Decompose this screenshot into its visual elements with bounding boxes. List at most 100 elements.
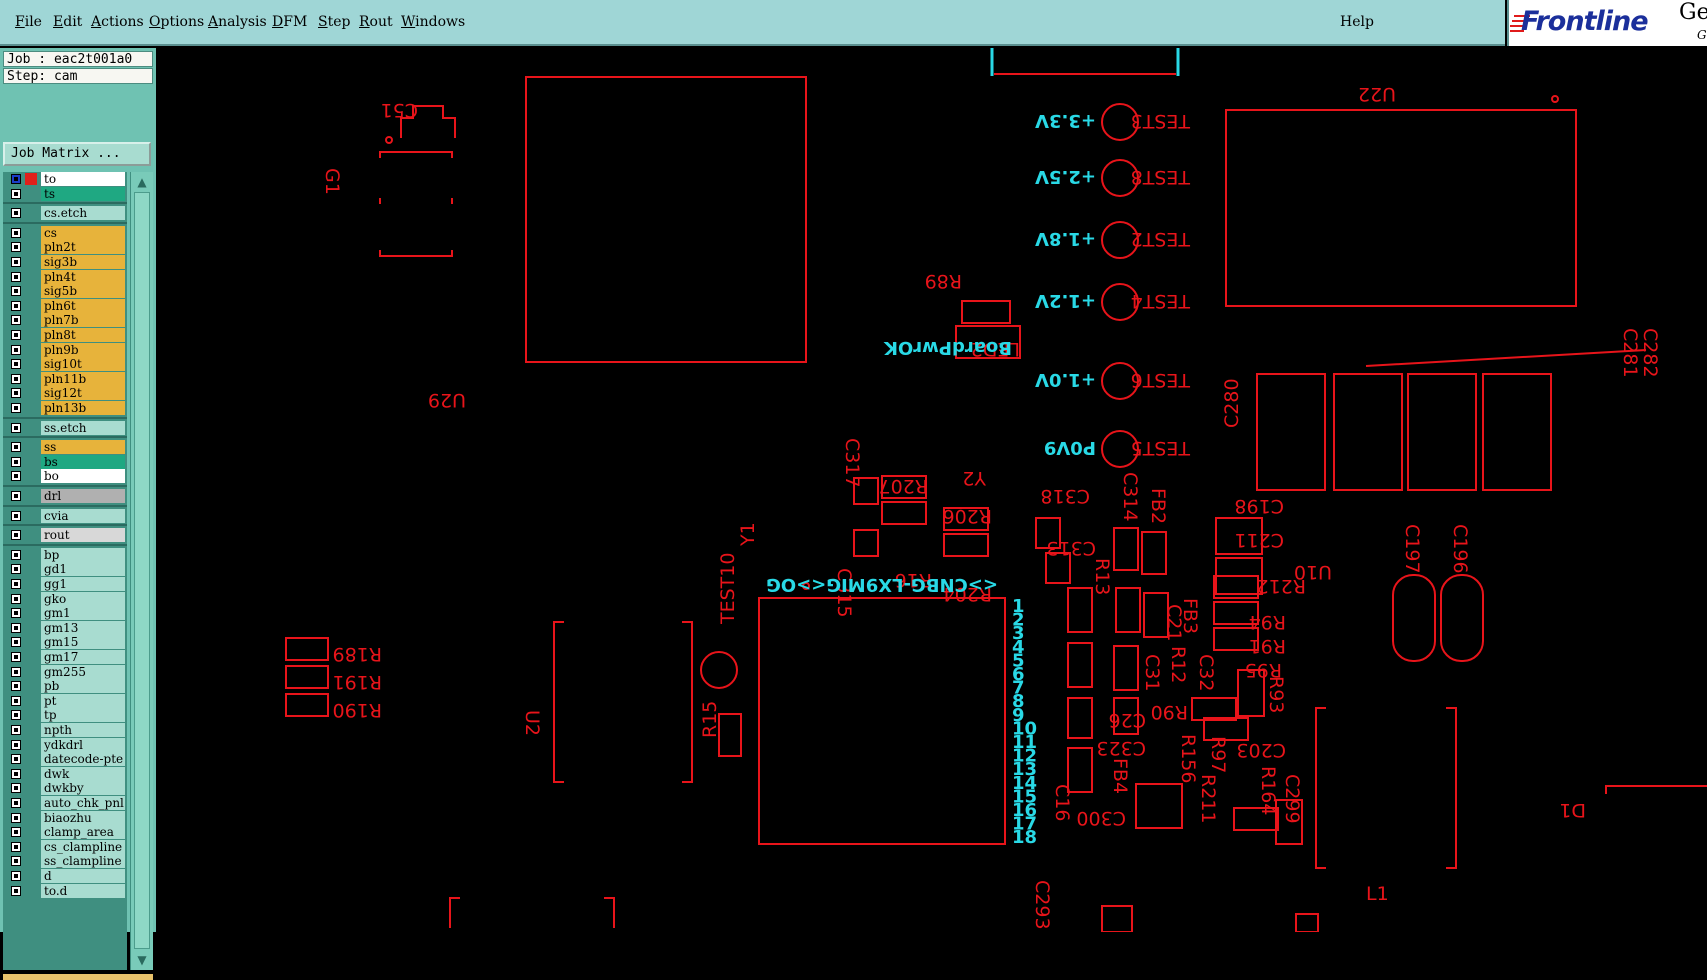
layer-name[interactable]: pln13b — [41, 401, 125, 415]
layer-row-bp[interactable]: bp — [3, 547, 127, 563]
scroll-down-icon[interactable]: ▼ — [137, 953, 147, 967]
layer-checkbox[interactable] — [11, 456, 21, 467]
layer-name[interactable]: gm13 — [41, 620, 125, 635]
layer-row-npth[interactable]: npth — [3, 723, 127, 738]
menu-dfm[interactable]: DFM — [272, 14, 308, 30]
layer-row-gm13[interactable]: gm13 — [3, 620, 127, 636]
layer-row-to.d[interactable]: to.d — [3, 883, 127, 899]
layer-name[interactable]: pln6t — [41, 298, 125, 313]
layer-checkbox[interactable] — [11, 608, 21, 619]
layer-row-pb[interactable]: pb — [3, 679, 127, 694]
layer-row-d[interactable]: d — [3, 869, 127, 884]
layer-row-dwkby[interactable]: dwkby — [3, 781, 127, 796]
layer-name[interactable]: ss — [41, 440, 125, 455]
layer-name[interactable]: gm17 — [41, 650, 125, 664]
layer-name[interactable]: sig10t — [41, 357, 125, 372]
layer-checkbox[interactable] — [11, 442, 21, 453]
layer-checkbox[interactable] — [11, 373, 21, 384]
menu-analysis[interactable]: Analysis — [208, 14, 267, 30]
layer-checkbox[interactable] — [11, 471, 21, 482]
layer-row-cs_clampline[interactable]: cs_clampline — [3, 839, 127, 855]
layer-row-pln11b[interactable]: pln11b — [3, 371, 127, 387]
layer-row-datecode-pte[interactable]: datecode-pte — [3, 752, 127, 767]
layer-name[interactable]: npth — [41, 723, 125, 737]
layer-row-sig10t[interactable]: sig10t — [3, 357, 127, 372]
menu-help[interactable]: Help — [1340, 14, 1374, 30]
layer-row-pln4t[interactable]: pln4t — [3, 269, 127, 285]
layer-name[interactable]: gd1 — [41, 562, 125, 577]
layer-checkbox[interactable] — [11, 330, 21, 340]
layer-name[interactable]: cvia — [41, 508, 125, 523]
layer-name[interactable]: clamp_area — [41, 825, 125, 840]
layer-name[interactable]: ts — [41, 186, 125, 201]
layer-checkbox[interactable] — [11, 622, 21, 633]
layer-row-sig5b[interactable]: sig5b — [3, 284, 127, 299]
layer-checkbox[interactable] — [11, 798, 21, 808]
layer-name[interactable]: datecode-pte — [41, 752, 125, 767]
layer-name[interactable]: pln4t — [41, 269, 125, 284]
layer-name[interactable]: rout — [41, 528, 125, 543]
layer-checkbox[interactable] — [11, 695, 21, 706]
layer-checkbox[interactable] — [11, 403, 21, 413]
layer-checkbox[interactable] — [11, 491, 21, 501]
layer-name[interactable]: dwkby — [41, 781, 125, 796]
scroll-up-icon[interactable]: ▲ — [137, 175, 147, 189]
menu-options[interactable]: Options — [149, 14, 205, 30]
layer-row-clamp_area[interactable]: clamp_area — [3, 825, 127, 840]
layer-row-drl[interactable]: drl — [3, 489, 127, 504]
layer-name[interactable]: pb — [41, 679, 125, 694]
layer-row-to[interactable]: to — [3, 172, 127, 187]
layer-name[interactable]: to.d — [41, 883, 125, 898]
layer-name[interactable]: gm255 — [41, 664, 125, 679]
layer-checkbox[interactable] — [11, 510, 21, 521]
layer-checkbox[interactable] — [11, 188, 21, 199]
layer-name[interactable]: ss.etch — [41, 420, 125, 435]
layer-name[interactable]: bs — [41, 454, 125, 469]
layer-row-gd1[interactable]: gd1 — [3, 562, 127, 577]
layer-checkbox[interactable] — [11, 885, 21, 896]
layer-name[interactable]: pln8t — [41, 328, 125, 342]
layer-row-ts[interactable]: ts — [3, 186, 127, 202]
layer-name[interactable]: cs — [41, 225, 125, 240]
layer-row-auto_chk_pnl[interactable]: auto_chk_pnl — [3, 796, 127, 811]
layer-checkbox[interactable] — [11, 593, 21, 604]
layer-row-tp[interactable]: tp — [3, 708, 127, 723]
layer-name[interactable]: auto_chk_pnl — [41, 796, 125, 810]
layer-row-pln13b[interactable]: pln13b — [3, 401, 127, 416]
layer-name[interactable]: ss_clampline — [41, 854, 125, 869]
layer-row-cs[interactable]: cs — [3, 225, 127, 241]
layer-name[interactable]: pln11b — [41, 371, 125, 386]
layer-row-gg1[interactable]: gg1 — [3, 577, 127, 592]
layer-row-bo[interactable]: bo — [3, 469, 127, 484]
layer-list-scrollbar[interactable]: ▲ ▼ — [130, 172, 153, 970]
layer-row-cs.etch[interactable]: cs.etch — [3, 206, 127, 221]
layer-checkbox[interactable] — [11, 652, 21, 662]
layer-checkbox[interactable] — [11, 812, 21, 823]
layer-row-sig12t[interactable]: sig12t — [3, 386, 127, 401]
layer-name[interactable]: cs.etch — [41, 206, 125, 221]
layer-row-bs[interactable]: bs — [3, 454, 127, 470]
menu-windows[interactable]: Windows — [401, 14, 466, 30]
layer-name[interactable]: biaozhu — [41, 810, 125, 825]
layer-name[interactable]: drl — [41, 489, 125, 503]
layer-checkbox[interactable] — [11, 681, 21, 692]
layer-checkbox[interactable] — [11, 271, 21, 282]
layer-name[interactable]: gko — [41, 591, 125, 606]
layer-name[interactable]: gm1 — [41, 606, 125, 621]
layer-row-gm255[interactable]: gm255 — [3, 664, 127, 680]
layer-name[interactable]: cs_clampline — [41, 839, 125, 854]
layer-checkbox[interactable] — [11, 257, 21, 267]
layer-row-ss.etch[interactable]: ss.etch — [3, 420, 127, 436]
layer-row-pln7b[interactable]: pln7b — [3, 313, 127, 328]
layer-name[interactable]: gg1 — [41, 577, 125, 591]
layer-checkbox[interactable] — [11, 564, 21, 575]
layer-checkbox[interactable] — [11, 388, 21, 399]
job-matrix-button[interactable]: Job Matrix ... — [3, 142, 151, 166]
layer-checkbox[interactable] — [11, 359, 21, 370]
layer-name[interactable]: dwk — [41, 766, 125, 781]
layer-row-biaozhu[interactable]: biaozhu — [3, 810, 127, 826]
layer-checkbox[interactable] — [11, 315, 21, 326]
layer-row-ss[interactable]: ss — [3, 440, 127, 455]
layer-checkbox[interactable] — [11, 710, 21, 721]
